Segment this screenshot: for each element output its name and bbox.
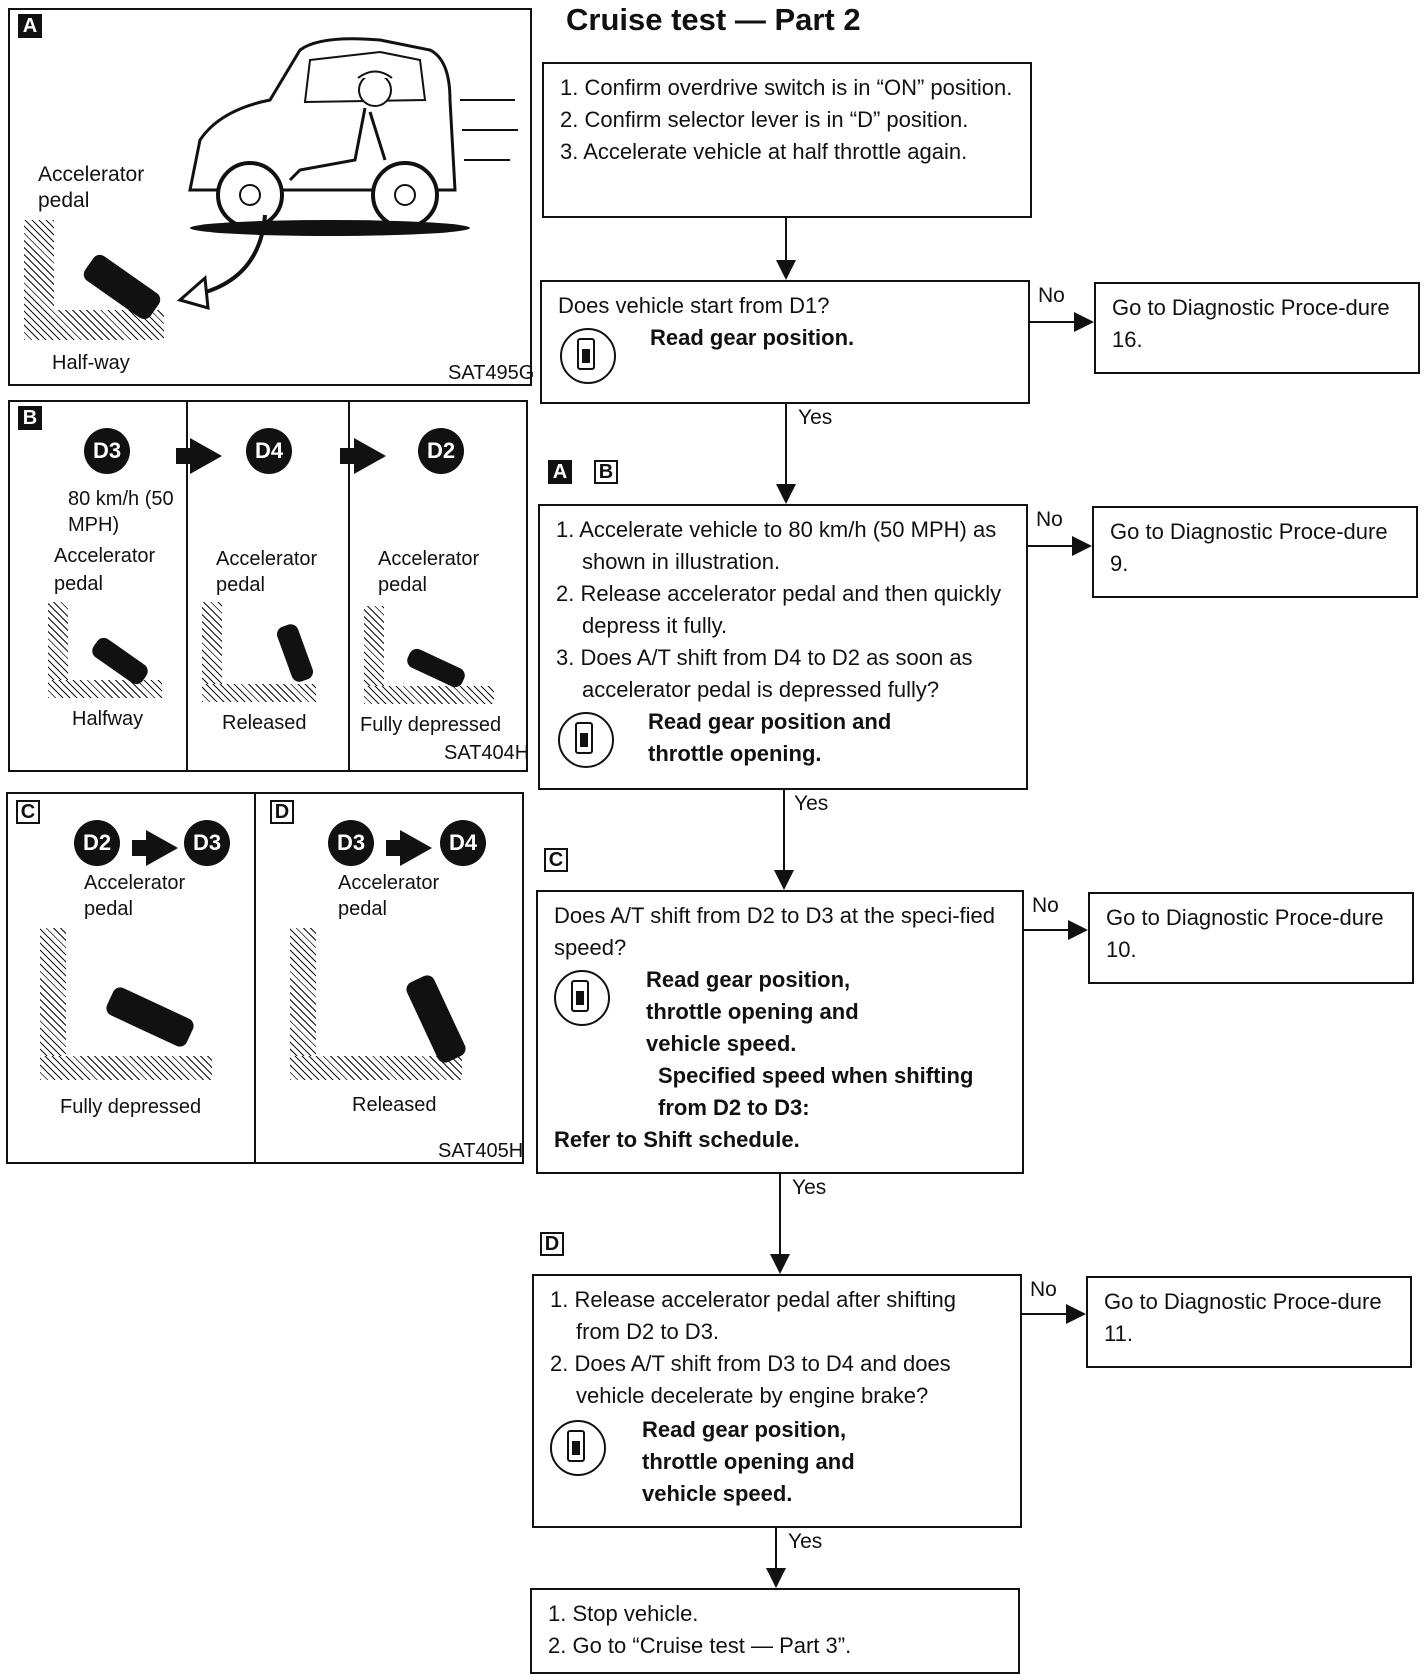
ref-tag-c: C [544, 848, 568, 872]
no-label: No [1038, 284, 1065, 307]
floor-hatch [48, 680, 162, 698]
panel-c-tag: C [16, 800, 40, 824]
action-text: Read gear position and throttle opening. [648, 709, 892, 766]
gear-indicator-icon: D4 [246, 428, 292, 474]
result-text: Go to Diagnostic Proce-dure 9. [1110, 519, 1388, 576]
question-text: Does A/T shift from D2 to D3 at the spec… [554, 903, 996, 960]
panel-b-caption-halfway: Halfway [72, 708, 144, 730]
gear-indicator-icon: D2 [74, 820, 120, 866]
consult-scan-icon [560, 328, 616, 384]
panel-a-label: Accelerator pedal [38, 163, 145, 212]
question-text: Does vehicle start from D1? [558, 293, 830, 318]
yes-label: Yes [794, 792, 829, 815]
step-box-accelerate: 1. Accelerate vehicle to 80 km/h (50 MPH… [538, 504, 1028, 790]
ref-tag-d: D [540, 1232, 564, 1256]
page-title: Cruise test — Part 2 [566, 2, 861, 37]
gear-indicator-icon: D2 [418, 428, 464, 474]
panel-d-tag: D [270, 800, 294, 824]
step-item: 2. Confirm selector lever is in “D” posi… [560, 107, 969, 132]
panel-b-speed: 80 km/h (50 MPH) [68, 488, 174, 536]
yes-label: Yes [788, 1530, 823, 1553]
floor-hatch [202, 684, 316, 702]
step-item: 3. Accelerate vehicle at half throttle a… [560, 139, 968, 164]
floor-hatch [290, 928, 316, 1078]
panel-b-caption-depressed: Fully depressed [360, 714, 502, 736]
consult-scan-icon [558, 712, 614, 768]
panel-c-label: Accelerator pedal [84, 872, 186, 920]
panel-a: A Accelerator pedal Half-way SAT495G [8, 8, 535, 386]
curved-arrow-icon [176, 214, 267, 311]
question-box-d1: Does vehicle start from D1? Read gear po… [540, 280, 1030, 404]
floor-hatch [40, 1056, 212, 1080]
arrow-right-icon [132, 830, 178, 866]
arrow-right-icon [340, 438, 386, 474]
ref-tag-a: A [548, 460, 572, 484]
panel-b-caption-released: Released [222, 712, 307, 734]
question-box-d2-d3: Does A/T shift from D2 to D3 at the spec… [536, 890, 1024, 1174]
step-item: 1. Confirm overdrive switch is in “ON” p… [560, 75, 1013, 100]
gear-indicator-icon: D3 [84, 428, 130, 474]
floor-hatch [364, 686, 494, 704]
action-text: Read gear position, throttle opening and… [642, 1417, 855, 1506]
car-driver-illustration [188, 37, 518, 236]
panel-b-label: Accelerator pedal [378, 548, 480, 596]
panel-cd: C D D2 D3 D3 D4 Accelerator pedal Accele… [6, 792, 524, 1164]
step-item: 1. Accelerate vehicle to 80 km/h (50 MPH… [556, 517, 997, 574]
panel-d-caption: Released [352, 1094, 437, 1116]
step-box-stop: 1. Stop vehicle. 2. Go to “Cruise test —… [530, 1588, 1020, 1674]
action-text: Read gear position, throttle opening and… [646, 967, 859, 1056]
no-label: No [1030, 1278, 1057, 1301]
yes-label: Yes [798, 406, 833, 429]
panel-d-code: SAT405H [438, 1140, 524, 1162]
divider [348, 402, 350, 772]
step-item: 2. Go to “Cruise test — Part 3”. [548, 1633, 852, 1658]
floor-hatch [40, 928, 66, 1078]
result-text: Go to Diagnostic Proce-dure 16. [1112, 295, 1390, 352]
gear-indicator-icon: D3 [184, 820, 230, 866]
panel-c-caption: Fully depressed [60, 1096, 202, 1118]
divider [186, 402, 188, 772]
panel-a-tag: A [18, 14, 42, 38]
no-label: No [1032, 894, 1059, 917]
arrow-right-icon [386, 830, 432, 866]
gear-indicator-icon: D3 [328, 820, 374, 866]
step-box-release: 1. Release accelerator pedal after shift… [532, 1274, 1022, 1528]
arrow-right-icon [176, 438, 222, 474]
result-text: Go to Diagnostic Proce-dure 11. [1104, 1289, 1382, 1346]
step-item: 2. Does A/T shift from D3 to D4 and does… [550, 1351, 951, 1408]
floor-hatch [202, 602, 222, 700]
panel-b-label: Accelerator pedal [216, 548, 318, 596]
floor-hatch [290, 1056, 462, 1080]
step-item: 2. Release accelerator pedal and then qu… [556, 581, 1002, 638]
divider [254, 794, 256, 1164]
consult-scan-icon [554, 970, 610, 1026]
result-box-proc16: Go to Diagnostic Proce-dure 16. [1094, 282, 1420, 374]
step-item: 3. Does A/T shift from D4 to D2 as soon … [556, 645, 973, 702]
panel-b-label: Accelerator pedal [54, 545, 156, 595]
yes-label: Yes [792, 1176, 827, 1199]
result-box-proc10: Go to Diagnostic Proce-dure 10. [1088, 892, 1414, 984]
step-box-confirm: 1. Confirm overdrive switch is in “ON” p… [542, 62, 1032, 218]
panel-a-caption: Half-way [52, 352, 130, 374]
ref-text: Refer to Shift schedule. [554, 1127, 800, 1152]
panel-b: B D3 D4 D2 80 km/h (50 MPH) Accelerator … [8, 400, 530, 772]
no-label: No [1036, 508, 1063, 531]
panel-b-code: SAT404H [444, 742, 530, 764]
step-item: 1. Release accelerator pedal after shift… [550, 1287, 957, 1344]
action-text: Read gear position. [650, 325, 855, 350]
floor-hatch [364, 606, 384, 702]
spec-text: Specified speed when shifting from D2 to… [658, 1063, 974, 1120]
floor-hatch [48, 602, 68, 696]
result-box-proc11: Go to Diagnostic Proce-dure 11. [1086, 1276, 1412, 1368]
gear-indicator-icon: D4 [440, 820, 486, 866]
panel-a-code: SAT495G [448, 362, 535, 384]
ref-tag-b: B [594, 460, 618, 484]
result-box-proc9: Go to Diagnostic Proce-dure 9. [1092, 506, 1418, 598]
result-text: Go to Diagnostic Proce-dure 10. [1106, 905, 1384, 962]
panel-d-label: Accelerator pedal [338, 872, 440, 920]
step-item: 1. Stop vehicle. [548, 1601, 699, 1626]
panel-b-tag: B [18, 406, 42, 430]
consult-scan-icon [550, 1420, 606, 1476]
